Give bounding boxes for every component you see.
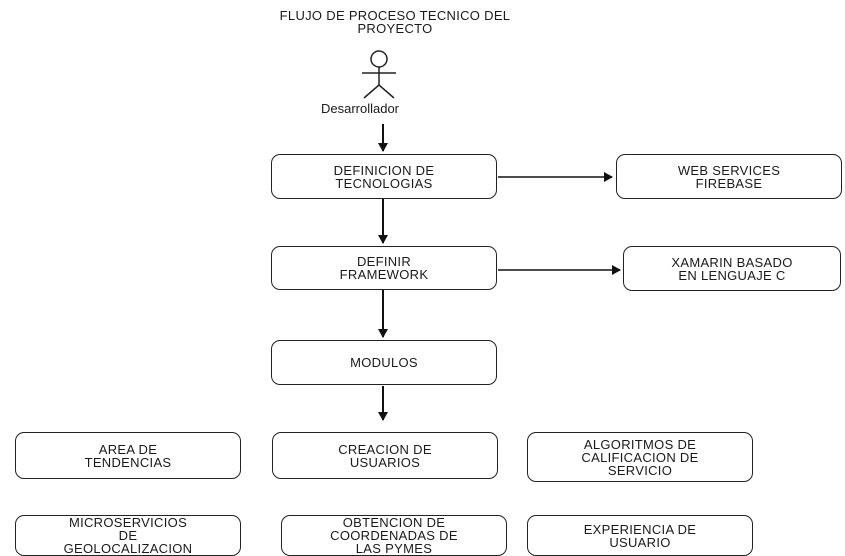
- node-label: DEFINIR FRAMEWORK: [339, 254, 429, 282]
- node-label: CREACION DE USUARIOS: [338, 441, 432, 470]
- node-modulos: MODULOS: [271, 340, 497, 385]
- node-web-services-firebase: WEB SERVICES FIREBASE: [616, 154, 842, 199]
- node-label: AREA DE TENDENCIAS: [84, 441, 172, 470]
- node-label: OBTENCION DE COORDENADAS DE LAS PYMES: [330, 515, 458, 556]
- node-label: EXPERIENCIA DE USUARIO: [583, 521, 697, 550]
- node-label: MICROSERVICIOS DE GEOLOCALIZACION: [63, 515, 193, 556]
- diagram-title: FLUJO DE PROCESO TECNICO DEL PROYECTO: [279, 8, 511, 36]
- node-area-tendencias: AREA DE TENDENCIAS: [15, 432, 241, 479]
- node-label: DEFINICION DE TECNOLOGIAS: [333, 162, 435, 191]
- node-label: WEB SERVICES FIREBASE: [677, 162, 781, 191]
- node-experiencia-usuario: EXPERIENCIA DE USUARIO: [527, 515, 753, 556]
- actor-icon: [362, 50, 396, 99]
- actor-label: Desarrollador: [320, 101, 400, 116]
- node-algoritmos: ALGORITMOS DE CALIFICACION DE SERVICIO: [527, 432, 753, 482]
- node-label: XAMARIN BASADO EN LENGUAJE C: [671, 254, 793, 283]
- node-xamarin: XAMARIN BASADO EN LENGUAJE C: [623, 246, 841, 291]
- node-definicion-tecnologias: DEFINICION DE TECNOLOGIAS: [271, 154, 497, 199]
- node-obtencion-coordenadas: OBTENCION DE COORDENADAS DE LAS PYMES: [281, 515, 507, 556]
- node-label: ALGORITMOS DE CALIFICACION DE SERVICIO: [581, 436, 699, 478]
- node-microservicios: MICROSERVICIOS DE GEOLOCALIZACION: [15, 515, 241, 556]
- node-creacion-usuarios: CREACION DE USUARIOS: [272, 432, 498, 479]
- node-label: MODULOS: [350, 355, 418, 370]
- node-definir-framework: DEFINIR FRAMEWORK: [271, 246, 497, 290]
